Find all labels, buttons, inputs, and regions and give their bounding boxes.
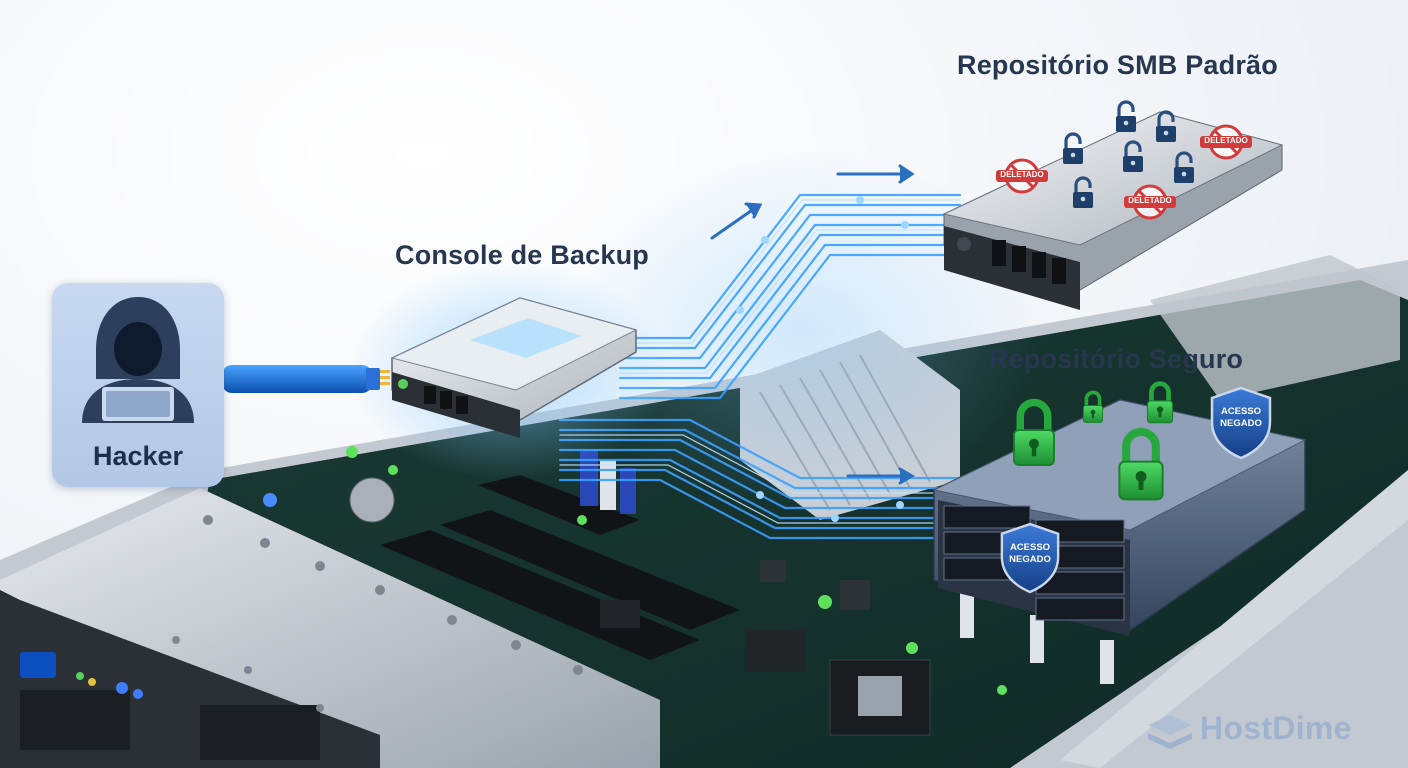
hacker-card: Hacker <box>52 283 224 487</box>
hacker-label: Hacker <box>92 441 184 471</box>
secure-repo-label: Repositório Seguro <box>989 344 1244 374</box>
brand-name: HostDime <box>1200 710 1352 746</box>
access-denied-shield: ACESSO NEGADO <box>1208 386 1274 460</box>
deleted-stamp-text: DELETADO <box>1204 136 1248 145</box>
flow-arrows <box>710 164 915 485</box>
front-vents <box>20 690 320 760</box>
access-denied-text: ACESSO NEGADO <box>1208 406 1274 430</box>
access-denied-shield-icon <box>1000 522 1060 594</box>
access-denied-shield: ACESSO NEGADO <box>998 522 1062 594</box>
smb-repository-drive <box>942 100 1284 310</box>
access-denied-text: ACESSO NEGADO <box>998 542 1062 566</box>
brand-logo: HostDime <box>1148 710 1352 747</box>
vga-port <box>20 652 56 678</box>
backup-console-drive <box>350 260 670 480</box>
console-label: Console de Backup <box>395 240 649 270</box>
deleted-stamp: DELETADO <box>994 158 1050 194</box>
deleted-stamp: DELETADO <box>1198 124 1254 160</box>
access-denied-line1: ACESSO <box>1220 406 1262 417</box>
hostdime-logo-icon <box>1148 715 1192 749</box>
access-denied-shield-icon <box>1210 386 1272 460</box>
smb-repo-label: Repositório SMB Padrão <box>957 50 1278 80</box>
deleted-stamp: DELETADO <box>1122 184 1178 220</box>
status-leds <box>76 672 143 699</box>
access-denied-line1: ACESSO <box>1009 542 1051 553</box>
deleted-stamp-text: DELETADO <box>1128 196 1172 205</box>
screw-holes <box>172 515 583 712</box>
hacker-icon <box>82 297 194 423</box>
hacker-cable <box>222 365 390 393</box>
deleted-stamp-text: DELETADO <box>1000 170 1044 179</box>
access-denied-line2: NEGADO <box>1220 418 1262 429</box>
access-denied-line2: NEGADO <box>1009 554 1051 565</box>
